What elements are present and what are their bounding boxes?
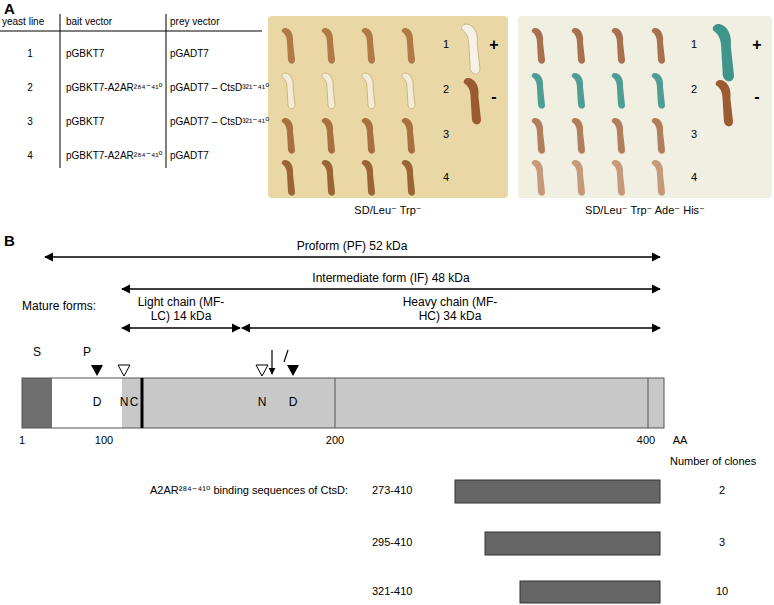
- vector-name: pGBKT7: [66, 116, 104, 128]
- row-number: 1: [27, 48, 33, 60]
- control-sign: +: [489, 36, 498, 54]
- domain-label: S: [33, 346, 41, 360]
- axis-tick: 1: [19, 434, 25, 447]
- clone-count: 2: [719, 484, 725, 497]
- streak-number: 1: [443, 38, 449, 51]
- chain-label: Light chain (MF- LC) 14 kDa: [132, 296, 230, 324]
- range-label: 295-410: [372, 536, 412, 549]
- residue-label: D: [93, 396, 102, 410]
- domain-label: P: [83, 346, 91, 360]
- plate-medium: SD/Leu⁻ Trp⁻: [354, 204, 421, 217]
- streak-number: 4: [691, 171, 697, 184]
- control-sign: -: [754, 88, 759, 106]
- row-number: 3: [27, 116, 33, 128]
- plate-medium: SD/Leu⁻ Trp⁻ Ade⁻ His⁻: [585, 204, 705, 217]
- streak-number: 2: [443, 83, 449, 96]
- streak-number: 3: [443, 128, 449, 141]
- streak-number: 3: [691, 128, 697, 141]
- residue-label: D: [289, 396, 298, 410]
- control-sign: -: [491, 88, 496, 106]
- agar-plate-left: [268, 16, 508, 198]
- form-arrows: [45, 257, 660, 328]
- panel-letter: B: [4, 232, 15, 249]
- binding-bars: [455, 480, 660, 603]
- axis-tick: AA: [673, 434, 688, 447]
- protein-bar: [22, 350, 664, 428]
- section-title: A2AR²⁸⁴⁻⁴¹⁰ binding sequences of CtsD:: [150, 484, 348, 497]
- vector-name: pGBKT7: [66, 48, 104, 60]
- panel-letter: A: [4, 0, 15, 17]
- residue-label: C: [130, 396, 139, 410]
- form-label: Proform (PF) 52 kDa: [297, 240, 408, 254]
- clone-count: 3: [719, 536, 725, 549]
- axis-tick: 200: [326, 434, 344, 447]
- clone-count: 10: [716, 585, 728, 598]
- row-number: 2: [27, 82, 33, 94]
- axis-tick: 400: [637, 434, 655, 447]
- column-header: Number of clones: [670, 455, 756, 468]
- control-sign: +: [752, 36, 761, 54]
- table-header: yeast line: [2, 16, 44, 28]
- table-header: prey vector: [170, 16, 219, 28]
- range-label: 273-410: [372, 484, 412, 497]
- axis-tick: 100: [95, 434, 113, 447]
- vector-name: pGADT7 – CtsD³²¹⁻⁴¹⁰: [170, 82, 269, 94]
- range-label: 321-410: [372, 585, 412, 598]
- residue-label: N: [258, 396, 267, 410]
- vector-name: pGADT7 – CtsD³²¹⁻⁴¹⁰: [170, 116, 269, 128]
- table-header: bait vector: [66, 16, 112, 28]
- streak-number: 2: [691, 83, 697, 96]
- streak-number: 4: [443, 171, 449, 184]
- vector-name: pGADT7: [170, 48, 209, 60]
- streak-number: 1: [691, 38, 697, 51]
- vector-name: pGADT7: [170, 150, 209, 162]
- residue-label: N: [120, 396, 129, 410]
- vector-name: pGBKT7-A2AR²⁸⁴⁻⁴¹⁰: [66, 82, 163, 94]
- vector-name: pGBKT7-A2AR²⁸⁴⁻⁴¹⁰: [66, 150, 163, 162]
- form-label: Intermediate form (IF) 48 kDa: [312, 272, 469, 286]
- agar-plate-right: [518, 16, 772, 198]
- row-number: 4: [27, 150, 33, 162]
- form-label: Mature forms:: [22, 300, 96, 314]
- chain-label: Heavy chain (MF- HC) 34 kDa: [394, 296, 506, 324]
